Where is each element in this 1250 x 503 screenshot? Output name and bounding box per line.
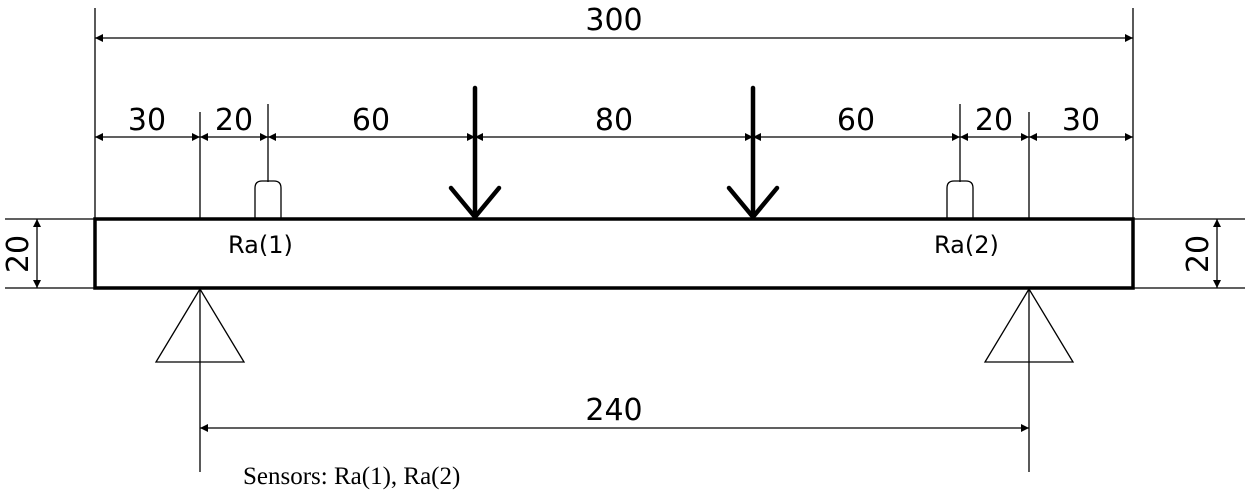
dimension-overall-label: 300 <box>585 3 642 38</box>
dimension-left-sensor-to-load: 60 <box>352 103 390 138</box>
dimension-left-support-to-sensor: 20 <box>215 103 253 138</box>
dimension-load-to-load: 80 <box>595 103 633 138</box>
sensor-right: Ra(2) <box>934 180 999 259</box>
dimension-height-left-label: 20 <box>1 235 36 273</box>
dimension-height-left: 20 <box>1 219 41 288</box>
sensor-left-label: Ra(1) <box>228 231 293 259</box>
support-left <box>154 287 246 363</box>
extension-lines <box>5 8 1245 472</box>
dimension-right-overhang: 30 <box>1062 103 1100 138</box>
load-arrow-right <box>726 85 780 220</box>
sensors-note: Sensors: Ra(1), Ra(2) <box>243 463 461 490</box>
dimension-height-right-label: 20 <box>1181 235 1216 273</box>
load-arrow-left <box>448 85 502 220</box>
dimension-load-to-right-sensor: 60 <box>837 103 875 138</box>
dimension-segments: 30 20 60 80 60 20 30 <box>95 103 1133 141</box>
sensor-right-label: Ra(2) <box>934 231 999 259</box>
dimension-height-right: 20 <box>1181 219 1221 288</box>
dimension-left-overhang: 30 <box>128 103 166 138</box>
beam <box>93 217 1135 290</box>
dimension-overall: 300 <box>95 3 1133 42</box>
sensor-left: Ra(1) <box>228 180 293 259</box>
dimension-span-label: 240 <box>585 393 642 428</box>
dimension-span: 240 <box>200 393 1029 432</box>
support-right <box>983 287 1075 363</box>
dimension-right-sensor-to-support: 20 <box>975 103 1013 138</box>
